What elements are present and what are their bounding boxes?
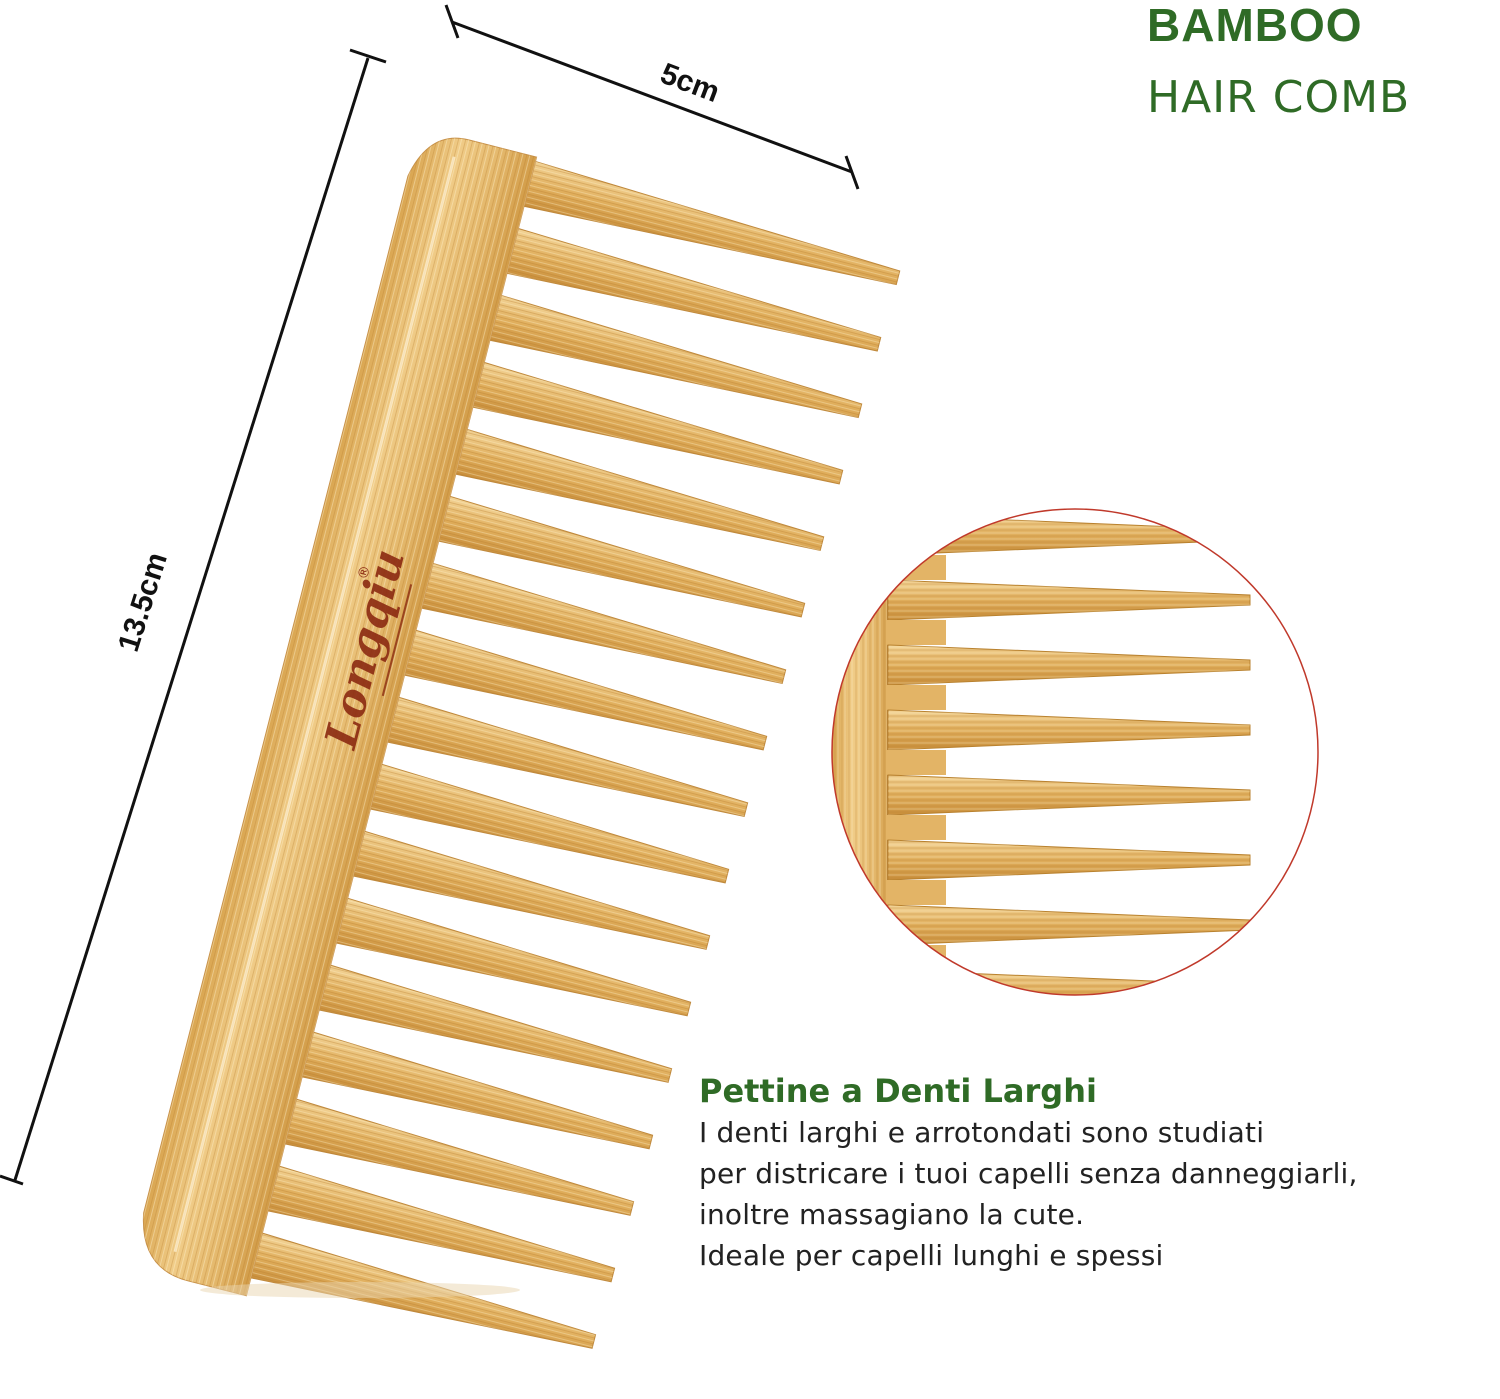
description-heading: Pettine a Denti Larghi	[699, 1072, 1097, 1110]
title-line-1: BAMBOO	[1147, 0, 1363, 51]
product-title: BAMBOO HAIR COMB	[1147, 0, 1410, 120]
description-line: per districare i tuoi capelli senza dann…	[699, 1157, 1358, 1190]
description-line: I denti larghi e arrotondati sono studia…	[699, 1116, 1265, 1149]
description-block: Pettine a Denti Larghi I denti larghi e …	[699, 1070, 1479, 1276]
comb-reflection	[200, 1282, 520, 1298]
description-line: inoltre massagiano la cute.	[699, 1198, 1085, 1231]
svg-text:®: ®	[355, 564, 374, 582]
description-line: Ideale per capelli lunghi e spessi	[699, 1239, 1164, 1272]
length-label: 13.5cm	[112, 549, 174, 656]
detail-circle	[831, 508, 1319, 996]
title-line-2: HAIR COMB	[1147, 72, 1411, 123]
